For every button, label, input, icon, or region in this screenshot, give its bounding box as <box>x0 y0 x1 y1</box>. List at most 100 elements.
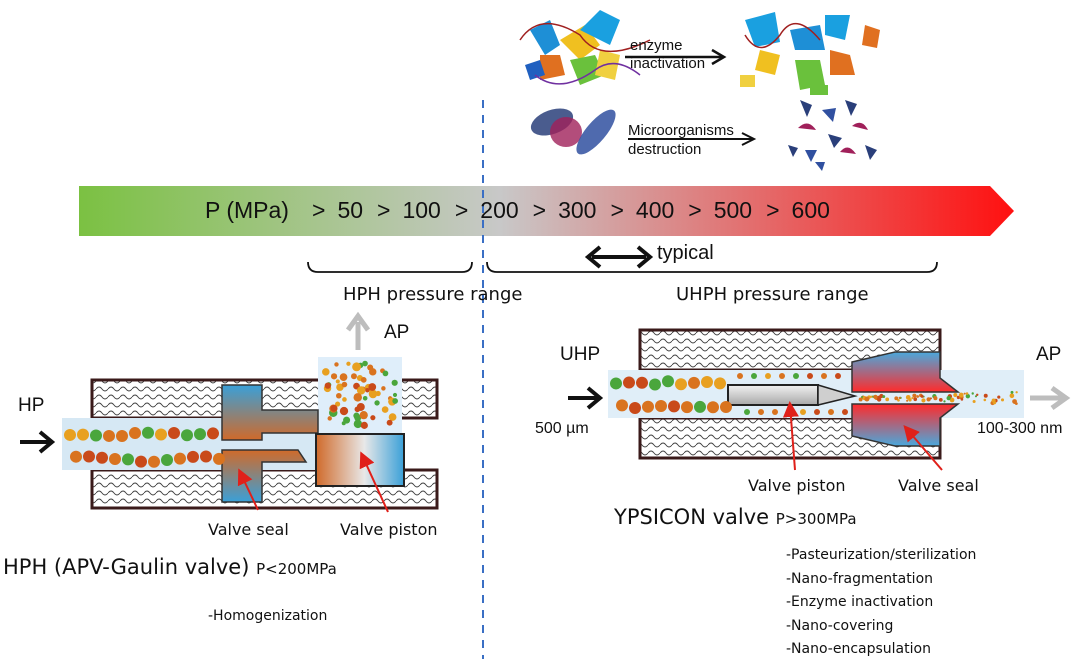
microorganisms-before-illustration <box>530 108 616 155</box>
particle <box>616 399 628 412</box>
scale-value: 300 <box>558 197 597 223</box>
particle <box>949 397 955 403</box>
particle <box>342 397 347 402</box>
ypsicon-valve-title: YPSICON valve P>300MPa <box>614 505 857 529</box>
particle <box>953 393 958 398</box>
scale-value: 100 <box>402 197 441 223</box>
particle <box>877 395 881 399</box>
scale-separator: > <box>312 197 326 223</box>
particle <box>905 394 911 400</box>
particle <box>135 455 147 468</box>
particle <box>207 427 219 440</box>
ypsicon-inlet-size: 500 µm <box>535 420 589 437</box>
particle <box>642 400 654 413</box>
particle <box>765 373 771 379</box>
particle <box>161 454 173 467</box>
particle <box>828 409 834 415</box>
hph-particles <box>64 426 225 468</box>
scale-value: 400 <box>635 197 675 223</box>
particle <box>1014 402 1018 406</box>
particle <box>714 377 726 390</box>
particle <box>370 415 376 421</box>
particle <box>963 392 966 395</box>
particle <box>155 428 167 441</box>
particle <box>83 450 95 463</box>
particle <box>720 400 732 413</box>
scale-value: 50 <box>337 197 364 223</box>
ypsicon-application-item: -Nano-fragmentation <box>786 570 934 587</box>
particle <box>346 361 351 366</box>
particle <box>369 368 377 376</box>
particle <box>336 392 342 399</box>
particle <box>681 401 693 414</box>
particle <box>1009 393 1015 399</box>
particle <box>972 399 976 404</box>
particle <box>821 373 827 379</box>
particle <box>629 402 641 415</box>
particle <box>938 398 943 402</box>
particle <box>330 404 338 412</box>
ypsicon-title-text: YPSICON valve <box>614 505 770 529</box>
particle <box>334 362 339 367</box>
particle <box>636 376 648 389</box>
hph-outlet-label: AP <box>384 322 410 343</box>
particle <box>668 400 680 413</box>
particle <box>911 396 914 400</box>
hph-outlet-arrow <box>345 311 371 350</box>
hph-title-text: HPH (APV-Gaulin valve) <box>3 555 250 579</box>
scale-separator: > <box>688 197 702 223</box>
hph-outlet-particles <box>322 360 398 429</box>
particle <box>194 428 206 441</box>
scale-separator: > <box>532 197 547 223</box>
particle <box>898 396 901 400</box>
particle <box>327 416 332 421</box>
particle <box>983 398 987 402</box>
particle <box>814 409 820 415</box>
particle <box>368 383 377 391</box>
ypsicon-piston-pointer <box>782 401 799 471</box>
ypsicon-valve-seal-label: Valve seal <box>898 476 979 495</box>
particle <box>842 409 848 415</box>
scale-separator: > <box>610 197 624 223</box>
enzyme-before-illustration <box>519 10 651 85</box>
particle <box>129 427 141 440</box>
hph-valve-illustration <box>62 357 439 510</box>
particle <box>368 389 378 399</box>
particle <box>662 375 674 388</box>
particle <box>885 397 890 402</box>
hph-range-label: HPH pressure range <box>343 284 523 305</box>
hph-pressure-text: P<200MPa <box>256 560 337 578</box>
scale-separator: > <box>766 197 780 223</box>
particle <box>122 453 134 466</box>
ypsicon-application-item: -Nano-covering <box>786 617 894 634</box>
particle <box>103 429 115 442</box>
scale-separator: > <box>454 197 469 223</box>
particle <box>916 395 920 398</box>
particle <box>694 400 706 413</box>
enzyme-effect-label: enzyme inactivation <box>630 37 706 72</box>
particle <box>965 392 969 395</box>
hph-valve-seal-label: Valve seal <box>208 520 289 539</box>
particle <box>386 419 393 426</box>
particle <box>793 373 799 379</box>
ypsicon-outlet-label: AP <box>1036 344 1062 365</box>
particle <box>974 395 978 398</box>
particle <box>360 376 367 383</box>
particle <box>1000 398 1005 402</box>
particle <box>362 395 368 401</box>
particle <box>353 393 363 402</box>
particle <box>965 393 971 399</box>
particle <box>330 373 338 380</box>
particle <box>168 427 180 440</box>
particle <box>77 428 89 441</box>
particle <box>997 395 1001 399</box>
particle <box>213 452 225 465</box>
particle <box>200 450 212 463</box>
hph-range-bracket <box>307 261 473 273</box>
particle <box>858 397 863 402</box>
particle <box>992 401 997 405</box>
particle <box>382 370 389 377</box>
particle <box>339 406 349 416</box>
microorganisms-after-illustration <box>788 100 877 171</box>
particle <box>772 409 778 415</box>
